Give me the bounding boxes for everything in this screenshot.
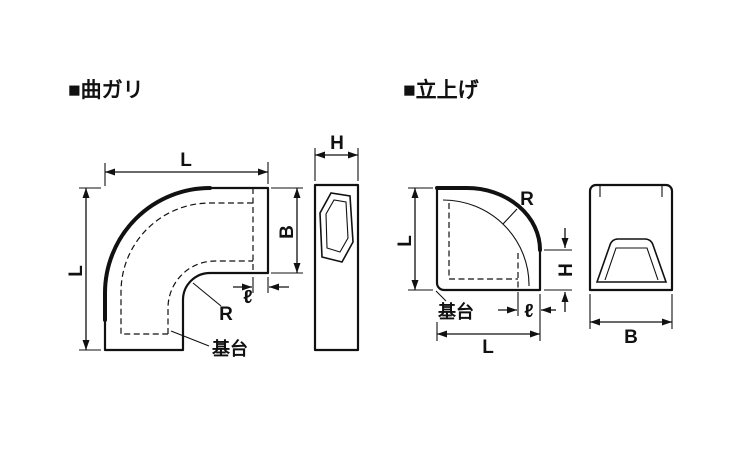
bend-section-title: ■曲ガリ xyxy=(68,79,144,102)
rise-base-callout: 基台 xyxy=(435,290,474,322)
bend-side-view-duct-profile-inner xyxy=(325,199,349,253)
bend-base-hidden-outer xyxy=(120,202,253,335)
leader-line xyxy=(192,282,222,307)
bend-elbow-outline xyxy=(103,186,270,352)
bend-dim-lip: ℓ xyxy=(233,277,289,308)
rise-front-duct-profile-inner xyxy=(604,247,659,281)
bend-side-view: H xyxy=(313,133,360,352)
bend-side-view-outline xyxy=(313,183,360,352)
bend-radius-label: R xyxy=(219,304,233,325)
bend-base-callout: 基台 xyxy=(170,330,248,359)
bend-section: ■曲ガリ L L B xyxy=(66,79,360,359)
rise-radius-callout: R xyxy=(502,189,534,225)
bend-width-label: B xyxy=(277,225,298,239)
rise-front-view: B xyxy=(588,183,674,348)
bend-length-top-label: L xyxy=(180,150,192,171)
rise-body-heavy-edge xyxy=(435,186,542,252)
bend-elbow-heavy-edge xyxy=(103,186,212,322)
bend-base-hidden-inner xyxy=(167,260,253,334)
bend-dim-length-left: L xyxy=(66,187,101,351)
rise-length-left-label: L xyxy=(395,235,416,247)
leader-line xyxy=(170,330,210,347)
rise-front-duct-profile xyxy=(595,238,668,283)
rise-dim-length-left: L xyxy=(395,187,433,291)
bend-height-label: H xyxy=(330,133,344,154)
rise-length-bottom-label: L xyxy=(482,337,494,358)
rise-section-title: ■立上げ xyxy=(403,78,480,102)
rise-front-view-outline xyxy=(588,183,674,292)
leader-line xyxy=(435,290,447,302)
rise-width-label: B xyxy=(624,327,638,348)
rise-base-label: 基台 xyxy=(437,301,474,322)
bend-radius-callout: R xyxy=(192,282,233,325)
bend-side-view-duct-profile xyxy=(319,192,354,263)
rise-dim-height: H xyxy=(544,228,577,312)
bend-base-label: 基台 xyxy=(211,338,248,359)
leader-line xyxy=(502,208,518,225)
bend-lip-label: ℓ xyxy=(243,287,252,308)
bend-length-left-label: L xyxy=(66,265,87,277)
rise-dim-lip: ℓ xyxy=(498,292,556,322)
bend-dim-length-top: L xyxy=(104,150,269,186)
rise-inner-curve xyxy=(442,199,530,287)
rise-section: ■立上げ R L L 基台 xyxy=(395,78,674,358)
rise-radius-label: R xyxy=(520,189,534,210)
rise-lip-label: ℓ xyxy=(524,301,533,322)
rise-height-label: H xyxy=(556,263,577,277)
rise-dim-length-bottom: L xyxy=(436,294,541,358)
bend-dim-width: B xyxy=(271,187,303,274)
